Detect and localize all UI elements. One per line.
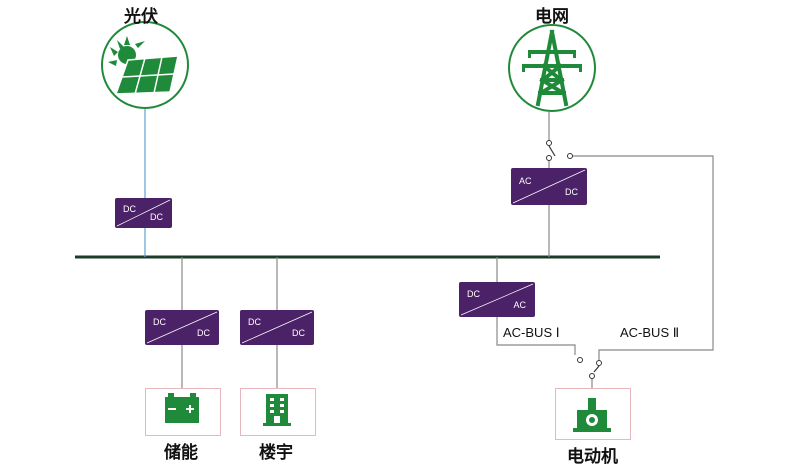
grid-switch-alt <box>567 153 573 159</box>
converter-diagonal <box>460 283 534 316</box>
storage-box <box>145 388 221 436</box>
grid-switch-top <box>546 140 552 146</box>
converter-diagonal <box>241 311 313 344</box>
pv-converter: DC DC <box>115 198 172 228</box>
converter-diagonal <box>146 311 218 344</box>
grid-converter: AC DC <box>511 168 587 205</box>
grid-switch-bottom <box>546 155 552 161</box>
ac-bus-1-label: AC-BUS Ⅰ <box>503 325 560 340</box>
converter-output-label: DC <box>565 187 578 197</box>
converter-input-label: AC <box>519 176 532 186</box>
converter-output-label: DC <box>150 212 163 222</box>
motor-switch-left <box>577 357 583 363</box>
pv-label: 光伏 <box>124 7 158 27</box>
converter-output-label: DC <box>197 328 210 338</box>
building-box <box>240 388 316 436</box>
storage-converter: DC DC <box>145 310 219 345</box>
ac-bus-2-label: AC-BUS Ⅱ <box>620 325 680 340</box>
motor-switch-right <box>596 360 602 366</box>
building-label: 楼宇 <box>259 443 293 463</box>
motor-box <box>555 388 631 440</box>
building-converter: DC DC <box>240 310 314 345</box>
ac-bus-2-line <box>573 155 714 360</box>
converter-input-label: DC <box>153 317 166 327</box>
solar-panel-icon <box>101 21 189 109</box>
converter-diagonal <box>116 199 171 227</box>
grid-label: 电网 <box>535 7 569 27</box>
converter-input-label: DC <box>248 317 261 327</box>
converter-input-label: DC <box>467 289 480 299</box>
motor-label: 电动机 <box>567 447 618 467</box>
motor-converter: DC AC <box>459 282 535 317</box>
ac-bus-1-line <box>496 317 576 355</box>
motor-switch-bottom <box>589 373 595 379</box>
converter-input-label: DC <box>123 204 136 214</box>
storage-label: 储能 <box>164 443 198 463</box>
transmission-tower-icon <box>508 24 596 112</box>
converter-output-label: DC <box>292 328 305 338</box>
grid-switch-blade <box>548 145 556 157</box>
converter-output-label: AC <box>513 300 526 310</box>
motor-switch-blade <box>593 365 600 373</box>
converter-diagonal <box>512 169 586 204</box>
